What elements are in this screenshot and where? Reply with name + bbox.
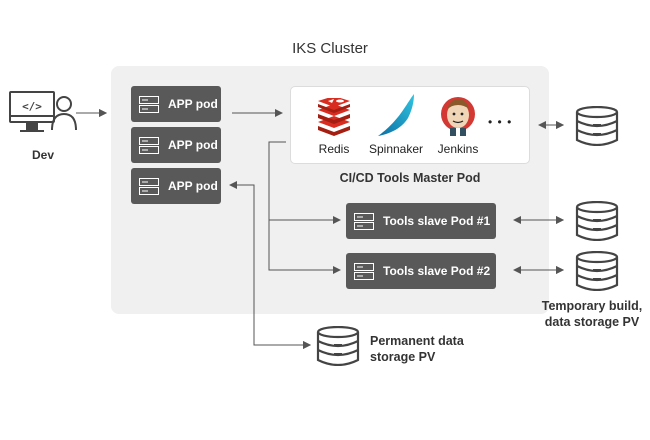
app-pod-label: APP pod — [168, 179, 218, 193]
slave-pod-label: Tools slave Pod #1 — [383, 214, 491, 228]
tool-label-redis: Redis — [318, 142, 350, 156]
slave-pod-label: Tools slave Pod #2 — [383, 264, 491, 278]
perm-storage-caption-line1: Permanent data — [370, 334, 464, 348]
server-icon — [354, 262, 374, 280]
temp-storage-caption-line2: data storage PV — [544, 315, 640, 329]
app-pod-label: APP pod — [168, 97, 218, 111]
spinnaker-icon — [376, 94, 416, 138]
app-pod-3[interactable]: APP pod — [131, 168, 221, 204]
server-icon — [139, 136, 159, 154]
more-tools-ellipsis: • • • — [488, 115, 513, 129]
server-icon — [354, 212, 374, 230]
developer-icon: </> — [8, 84, 78, 142]
server-icon — [139, 95, 159, 113]
svg-text:</>: </> — [22, 100, 42, 113]
jenkins-icon — [440, 96, 476, 136]
perm-storage-caption-line2: storage PV — [370, 350, 436, 364]
tool-label-jenkins: Jenkins — [437, 142, 479, 156]
app-pod-label: APP pod — [168, 138, 218, 152]
perm-storage-caption: Permanent data storage PV — [370, 333, 464, 365]
temp-storage-caption-line1: Temporary build, — [541, 299, 643, 313]
tools-slave-pod-1[interactable]: Tools slave Pod #1 — [346, 203, 496, 239]
dev-label: Dev — [31, 148, 54, 162]
storage-icon-slave-1 — [575, 200, 619, 246]
server-icon — [139, 177, 159, 195]
tools-slave-pod-2[interactable]: Tools slave Pod #2 — [346, 253, 496, 289]
app-pod-2[interactable]: APP pod — [131, 127, 221, 163]
storage-icon-slave-2 — [575, 250, 619, 296]
master-pod-caption: CI/CD Tools Master Pod — [339, 171, 481, 185]
tool-label-spinnaker: Spinnaker — [368, 142, 424, 156]
storage-icon-permanent — [316, 325, 360, 371]
redis-icon — [316, 96, 352, 136]
app-pod-1[interactable]: APP pod — [131, 86, 221, 122]
storage-icon-master — [575, 105, 619, 151]
temp-storage-caption: Temporary build, data storage PV — [536, 298, 648, 330]
cluster-title: IKS Cluster — [292, 40, 368, 57]
